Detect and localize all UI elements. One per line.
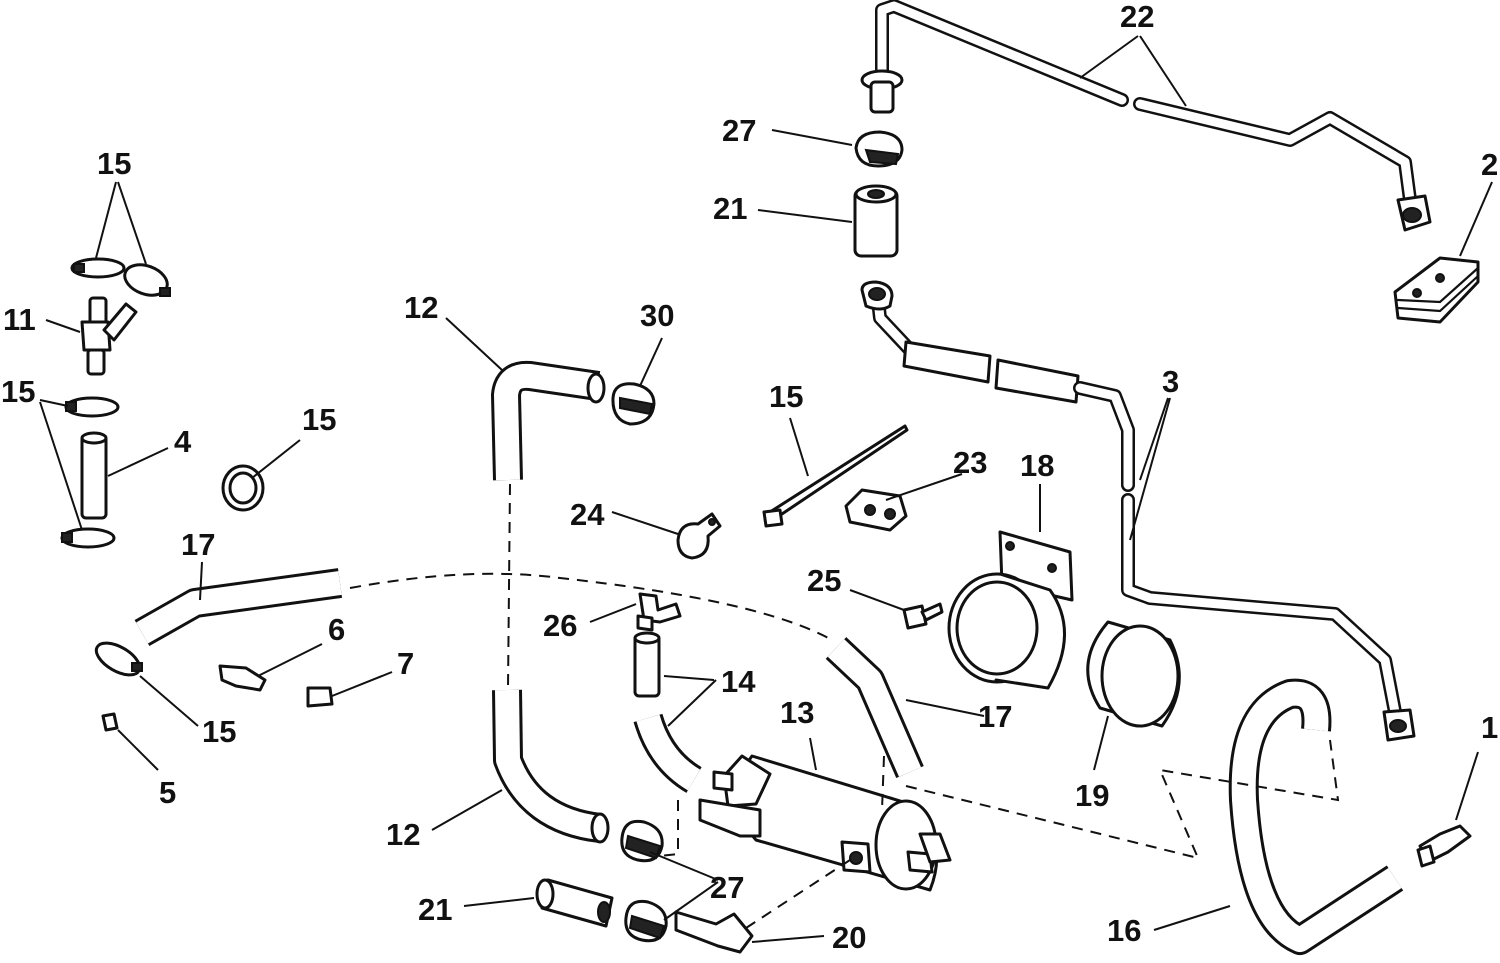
leader-lines <box>39 35 1493 943</box>
callout-20: 20 <box>832 920 866 955</box>
callout-24: 24 <box>570 497 605 532</box>
callout-15: 15 <box>97 146 131 181</box>
part-3-fuel-tube-assembly <box>860 280 1416 742</box>
callout-1: 1 <box>1481 710 1498 745</box>
callout-3: 3 <box>1162 364 1179 399</box>
part-26-elbow-fitting <box>636 592 682 632</box>
callout-26: 26 <box>543 608 577 643</box>
callout-22: 22 <box>1120 0 1154 34</box>
part-20-elbow <box>674 910 754 954</box>
callout-15: 15 <box>302 402 336 437</box>
part-1-fitting <box>1416 824 1472 868</box>
part-19-sleeve <box>1086 620 1181 728</box>
part-15-hose-clamp-single <box>221 464 265 512</box>
part-12-molded-hose-lower <box>492 689 610 844</box>
assembly-dashed-lines <box>349 483 1340 929</box>
callout-15: 15 <box>769 379 803 414</box>
part-25-screw <box>902 602 944 630</box>
callout-7: 7 <box>397 646 414 681</box>
callout-25: 25 <box>807 563 841 598</box>
part-15-hose-clamps-middle <box>60 396 120 549</box>
part-5-plug <box>101 712 119 732</box>
callout-21: 21 <box>418 892 452 927</box>
callout-17: 17 <box>978 699 1012 734</box>
callout-17: 17 <box>181 527 215 562</box>
part-15-hose-clamp-lower <box>94 641 143 677</box>
part-13-filter-canister <box>698 754 952 892</box>
part-22-metal-tube <box>860 0 1432 232</box>
part-16-hose-loop <box>1228 678 1404 955</box>
part-11-tee-fitting <box>80 296 138 376</box>
callout-15: 15 <box>202 714 236 749</box>
part-12-molded-hose-upper <box>491 360 606 481</box>
callout-27: 27 <box>710 870 744 905</box>
part-6-fitting <box>218 664 267 692</box>
part-4-short-hose <box>80 431 108 520</box>
part-27-clamps-lower <box>620 819 668 943</box>
part-27-clamp-top <box>854 130 904 168</box>
callout-2: 2 <box>1481 147 1498 182</box>
callout-19: 19 <box>1075 778 1109 813</box>
callout-12: 12 <box>386 817 420 852</box>
callout-27: 27 <box>722 113 756 148</box>
part-23-clip <box>844 488 908 532</box>
callout-23: 23 <box>953 445 987 480</box>
callout-30: 30 <box>640 298 674 333</box>
part-24-clamp <box>676 512 722 560</box>
part-15-hose-clamps-upper <box>70 257 171 297</box>
callout-11: 11 <box>3 302 36 337</box>
callout-13: 13 <box>780 695 814 730</box>
callout-12: 12 <box>404 290 438 325</box>
part-17-hose-left <box>134 568 343 647</box>
part-30-clamp <box>611 382 656 426</box>
part-14-hoses <box>633 631 703 793</box>
part-15-tie-strap <box>762 424 909 528</box>
callout-5: 5 <box>159 775 176 810</box>
part-21-sleeve-top <box>853 184 899 258</box>
part-17-hose-right <box>825 637 924 778</box>
part-21-sleeve-lower <box>535 878 614 928</box>
callout-18: 18 <box>1020 448 1054 483</box>
callout-16: 16 <box>1107 913 1141 948</box>
part-7-cap <box>306 686 334 708</box>
callout-4: 4 <box>174 424 192 459</box>
callout-21: 21 <box>713 191 747 226</box>
callout-6: 6 <box>328 612 345 647</box>
part-18-bracket <box>947 530 1074 690</box>
callout-14: 14 <box>721 664 756 699</box>
callout-15: 15 <box>1 374 35 409</box>
part-2-grommet <box>1393 256 1480 324</box>
